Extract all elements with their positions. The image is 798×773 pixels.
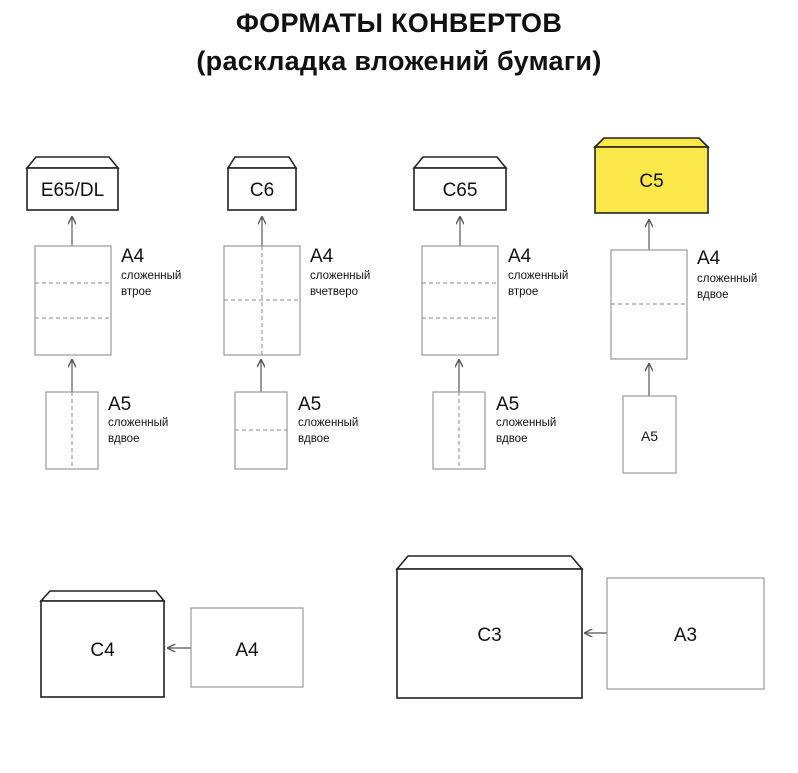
sheet-a4-flat: А4	[190, 607, 304, 688]
envelope-c65: C65	[412, 156, 508, 211]
column-c6: C6 А4 сложенный вчетверо А5 сложенный вд…	[223, 156, 370, 470]
a4-fold-line2: втрое	[121, 286, 151, 298]
a4-fold-line2: втрое	[508, 286, 538, 298]
a4-fold-line1: сложенный	[697, 273, 757, 285]
a5-fold-line2: вдвое	[298, 433, 329, 445]
sheet-a4-folded-thrice: А4 сложенный втрое	[34, 245, 181, 356]
a5-fold-line2: вдвое	[496, 433, 527, 445]
envelope-c3: C3	[395, 555, 584, 699]
group-c3: C3 А3	[395, 555, 765, 699]
sheet-a4-folded-twice: А4 сложенный вдвое	[610, 248, 757, 360]
a5-fold-line1: сложенный	[496, 417, 556, 429]
a5-fold-line1: сложенный	[108, 417, 168, 429]
a5-label: А5	[108, 394, 131, 415]
a4-fold-line1: сложенный	[508, 270, 568, 282]
a5-label: А5	[641, 428, 658, 444]
sheet-a4-folded-four: А4 сложенный вчетверо	[223, 245, 370, 356]
a4-fold-line2: вдвое	[697, 289, 728, 301]
envelope-c5: C5	[593, 137, 710, 214]
envelope-label: C65	[443, 180, 478, 201]
sheet-a4-folded-thrice: А4 сложенный втрое	[421, 245, 568, 356]
sheet-a5-folded-twice: А5 сложенный вдвое	[45, 391, 168, 470]
sheet-a3-flat: А3	[606, 577, 765, 690]
a4-fold-line1: сложенный	[310, 270, 370, 282]
envelope-c6: C6	[226, 156, 298, 211]
sheet-label: А3	[674, 625, 697, 646]
group-c4: C4 А4	[39, 590, 304, 698]
sheet-a5-flat: А5	[622, 395, 677, 474]
a4-label: А4	[121, 246, 145, 267]
sheet-a5-folded-twice: А5 сложенный вдвое	[234, 391, 358, 470]
column-c5: C5 А4 сложенный вдвое А5	[593, 137, 757, 474]
a5-fold-line1: сложенный	[298, 417, 358, 429]
page-subtitle: (раскладка вложений бумаги)	[196, 46, 602, 76]
a4-fold-line1: сложенный	[121, 270, 181, 282]
envelope-label: C6	[250, 180, 274, 201]
a5-label: А5	[496, 394, 519, 415]
a4-label: А4	[310, 246, 334, 267]
a4-label: А4	[508, 246, 532, 267]
a5-label: А5	[298, 394, 321, 415]
sheet-a5-folded-twice: А5 сложенный вдвое	[432, 391, 556, 470]
envelope-label: C3	[477, 625, 501, 646]
envelope-label: E65/DL	[41, 180, 104, 201]
envelope-e65-dl: E65/DL	[25, 156, 120, 211]
a4-fold-line2: вчетверо	[310, 286, 358, 298]
envelope-c4: C4	[39, 590, 166, 698]
envelope-label: C4	[90, 640, 115, 661]
sheet-label: А4	[235, 640, 259, 661]
envelope-label: C5	[639, 171, 663, 192]
a5-fold-line2: вдвое	[108, 433, 139, 445]
column-c65: C65 А4 сложенный втрое А5 сложенный вдво…	[412, 156, 568, 470]
column-e65-dl: E65/DL А4 сложенный втрое А5 сложенный в…	[25, 156, 181, 470]
a4-label: А4	[697, 248, 721, 269]
page-title: ФОРМАТЫ КОНВЕРТОВ	[235, 8, 563, 38]
